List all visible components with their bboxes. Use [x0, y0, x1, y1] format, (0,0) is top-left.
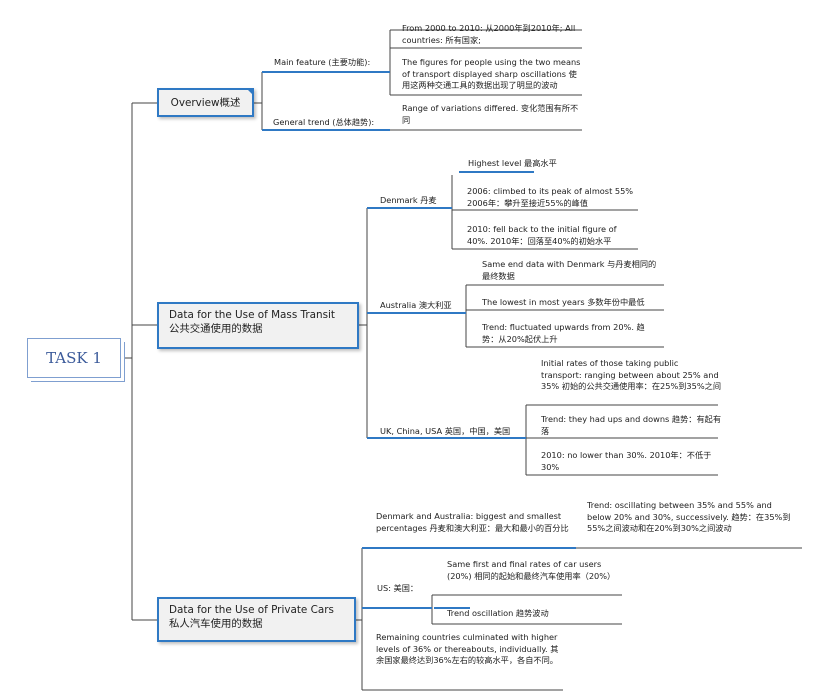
- mass-transit-uk-china-usa[interactable]: UK, China, USA 英国，中国，美国: [380, 426, 511, 436]
- topic-private-cars-label-cn: 私人汽车使用的数据: [169, 618, 263, 630]
- note-fold-icon: [246, 88, 254, 96]
- denmark-highest-level[interactable]: Highest level 最高水平: [468, 158, 557, 168]
- us-item-first-final-rates[interactable]: Same first and final rates of car users …: [447, 559, 616, 581]
- topic-private-cars[interactable]: Data for the Use of Private Cars 私人汽车使用的…: [157, 597, 356, 642]
- root-label: TASK 1: [46, 349, 102, 367]
- us-item-trend-oscillation[interactable]: Trend oscillation 趋势波动: [447, 608, 549, 618]
- overview-main-feature[interactable]: Main feature (主要功能):: [274, 57, 371, 67]
- denmark-item-2006[interactable]: 2006: climbed to its peak of almost 55% …: [467, 186, 634, 208]
- australia-item-trend[interactable]: Trend: fluctuated upwards from 20%. 趋势：从…: [482, 322, 645, 344]
- topic-mass-transit-label-cn: 公共交通使用的数据: [169, 323, 263, 335]
- denmark-item-2010[interactable]: 2010: fell back to the initial figure of…: [467, 224, 617, 246]
- topic-overview-label: Overview概述: [170, 96, 241, 109]
- australia-item-lowest[interactable]: The lowest in most years 多数年份中最低: [482, 297, 645, 307]
- private-cars-us[interactable]: US: 美国：: [377, 583, 419, 593]
- topic-mass-transit[interactable]: Data for the Use of Mass Transit 公共交通使用的…: [157, 302, 359, 349]
- mass-transit-denmark[interactable]: Denmark 丹麦: [380, 195, 437, 205]
- mass-transit-australia[interactable]: Australia 澳大利亚: [380, 300, 452, 310]
- overview-main-feature-item-2[interactable]: The figures for people using the two mea…: [402, 57, 581, 91]
- topic-overview[interactable]: Overview概述: [157, 88, 254, 117]
- overview-main-feature-item-1[interactable]: From 2000 to 2010: 从2000年到2010年; All cou…: [402, 23, 576, 45]
- denmark-australia-trend[interactable]: Trend: oscillating between 35% and 55% a…: [587, 500, 791, 534]
- private-cars-remaining-countries[interactable]: Remaining countries culminated with high…: [376, 632, 559, 666]
- private-cars-denmark-australia[interactable]: Denmark and Australia: biggest and small…: [376, 511, 569, 533]
- root-node-task-1[interactable]: TASK 1: [27, 338, 121, 378]
- others-item-2010[interactable]: 2010: no lower than 30%. 2010年：不低于30%: [541, 450, 712, 472]
- others-item-initial-rates[interactable]: Initial rates of those taking public tra…: [541, 358, 722, 392]
- overview-general-trend[interactable]: General trend (总体趋势):: [273, 117, 375, 127]
- australia-item-end-data[interactable]: Same end data with Denmark 与丹麦相同的最终数据: [482, 259, 657, 281]
- others-item-trend[interactable]: Trend: they had ups and downs 趋势：有起有落: [541, 414, 722, 436]
- overview-general-trend-item-1[interactable]: Range of variations differed. 变化范围有所不同: [402, 103, 579, 125]
- topic-private-cars-label-en: Data for the Use of Private Cars: [169, 604, 334, 616]
- topic-mass-transit-label-en: Data for the Use of Mass Transit: [169, 309, 335, 321]
